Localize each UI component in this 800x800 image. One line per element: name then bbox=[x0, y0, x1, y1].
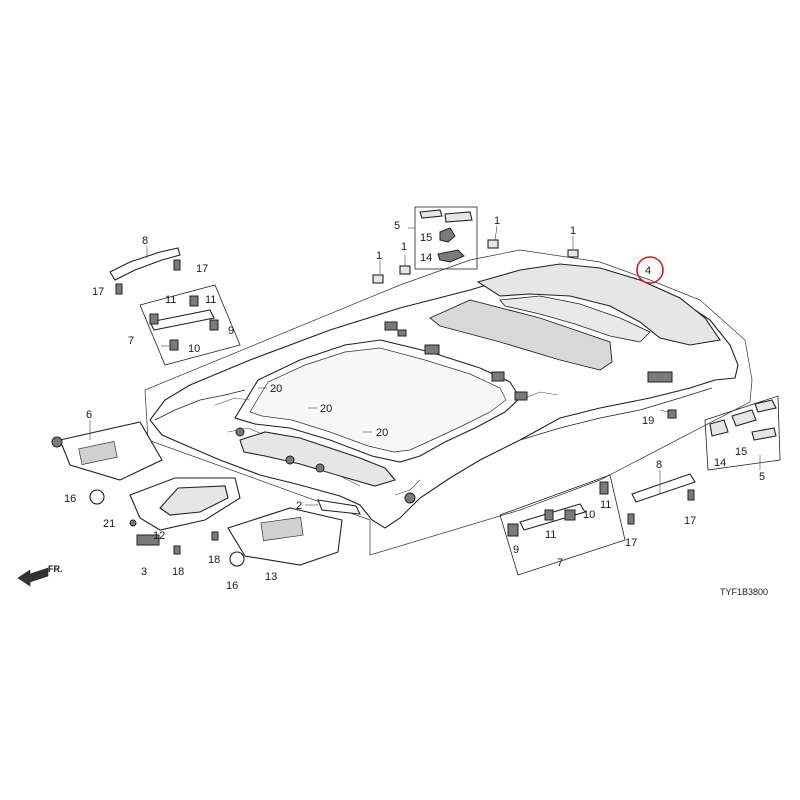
callout-16: 16 bbox=[226, 580, 238, 592]
callout-8: 8 bbox=[656, 459, 662, 471]
bracket-8-right[interactable] bbox=[631, 473, 696, 503]
group-5-right bbox=[704, 395, 781, 471]
callout-2: 2 bbox=[296, 500, 302, 512]
bolt-18b[interactable] bbox=[211, 531, 219, 541]
callout-20: 20 bbox=[320, 403, 332, 415]
callout-17: 17 bbox=[196, 263, 208, 275]
callout-10: 10 bbox=[188, 343, 200, 355]
callout-9: 9 bbox=[513, 544, 519, 556]
callout-5: 5 bbox=[759, 471, 765, 483]
callout-8: 8 bbox=[142, 235, 148, 247]
sun-visor-6[interactable] bbox=[51, 421, 163, 481]
callout-7: 7 bbox=[128, 335, 134, 347]
callout-15: 15 bbox=[420, 232, 432, 244]
holder-16b[interactable] bbox=[229, 551, 245, 567]
callout-19: 19 bbox=[642, 415, 654, 427]
clip-1c[interactable] bbox=[487, 239, 499, 249]
callout-6: 6 bbox=[86, 409, 92, 421]
callout-17: 17 bbox=[625, 537, 637, 549]
clip-1d[interactable] bbox=[567, 249, 579, 258]
diagram-code: TYF1B3800 bbox=[720, 587, 768, 597]
callout-4: 4 bbox=[645, 265, 651, 277]
callout-18: 18 bbox=[172, 566, 184, 578]
callout-10: 10 bbox=[583, 509, 595, 521]
callout-21: 21 bbox=[103, 518, 115, 530]
callout-17: 17 bbox=[92, 286, 104, 298]
front-direction-arrow bbox=[17, 567, 49, 587]
highlight-circle-4 bbox=[636, 256, 664, 284]
headliner-panel[interactable] bbox=[149, 263, 739, 529]
callout-20: 20 bbox=[376, 427, 388, 439]
clip-1a[interactable] bbox=[372, 274, 384, 284]
callout-18: 18 bbox=[208, 554, 220, 566]
direction-label: FR. bbox=[48, 564, 63, 574]
callout-13: 13 bbox=[265, 571, 277, 583]
group-7-right bbox=[499, 474, 626, 576]
callout-12: 12 bbox=[153, 530, 165, 542]
callout-1: 1 bbox=[401, 241, 407, 253]
bracket-8-left[interactable] bbox=[109, 247, 181, 281]
callout-1: 1 bbox=[570, 225, 576, 237]
screw-21[interactable] bbox=[129, 519, 137, 527]
callout-labels: 8 17 17 11 11 9 7 10 5 15 14 1 1 1 1 4 2… bbox=[64, 215, 765, 592]
bolt-17d[interactable] bbox=[687, 489, 695, 501]
lamp-3[interactable] bbox=[136, 534, 160, 546]
clip-19[interactable] bbox=[667, 409, 677, 419]
callout-9: 9 bbox=[228, 325, 234, 337]
clip-2[interactable] bbox=[317, 499, 361, 515]
callout-11: 11 bbox=[600, 499, 611, 511]
sun-visor-13[interactable] bbox=[227, 507, 343, 566]
callout-11: 11 bbox=[165, 294, 176, 306]
callout-11: 11 bbox=[545, 529, 556, 541]
callout-3: 3 bbox=[141, 566, 147, 578]
callout-11: 11 bbox=[205, 294, 216, 306]
callout-14: 14 bbox=[714, 457, 726, 469]
clip-1b[interactable] bbox=[399, 265, 411, 275]
holder-16a[interactable] bbox=[89, 489, 105, 505]
callout-5: 5 bbox=[394, 220, 400, 232]
bolt-18a[interactable] bbox=[173, 545, 181, 555]
callout-1: 1 bbox=[494, 215, 500, 227]
callout-15: 15 bbox=[735, 446, 747, 458]
callout-7: 7 bbox=[557, 557, 563, 569]
callout-20: 20 bbox=[270, 383, 282, 395]
bolt-17a[interactable] bbox=[173, 259, 181, 271]
bolt-17c[interactable] bbox=[627, 513, 635, 525]
group-5-top bbox=[414, 206, 478, 270]
group-7-left bbox=[139, 284, 241, 366]
callout-14: 14 bbox=[420, 252, 432, 264]
callout-1: 1 bbox=[376, 250, 382, 262]
callout-17: 17 bbox=[684, 515, 696, 527]
leader-lines bbox=[89, 225, 761, 506]
assembly-outline bbox=[144, 249, 753, 556]
callout-16: 16 bbox=[64, 493, 76, 505]
console-12[interactable] bbox=[129, 477, 241, 531]
bolt-17b[interactable] bbox=[115, 283, 123, 295]
